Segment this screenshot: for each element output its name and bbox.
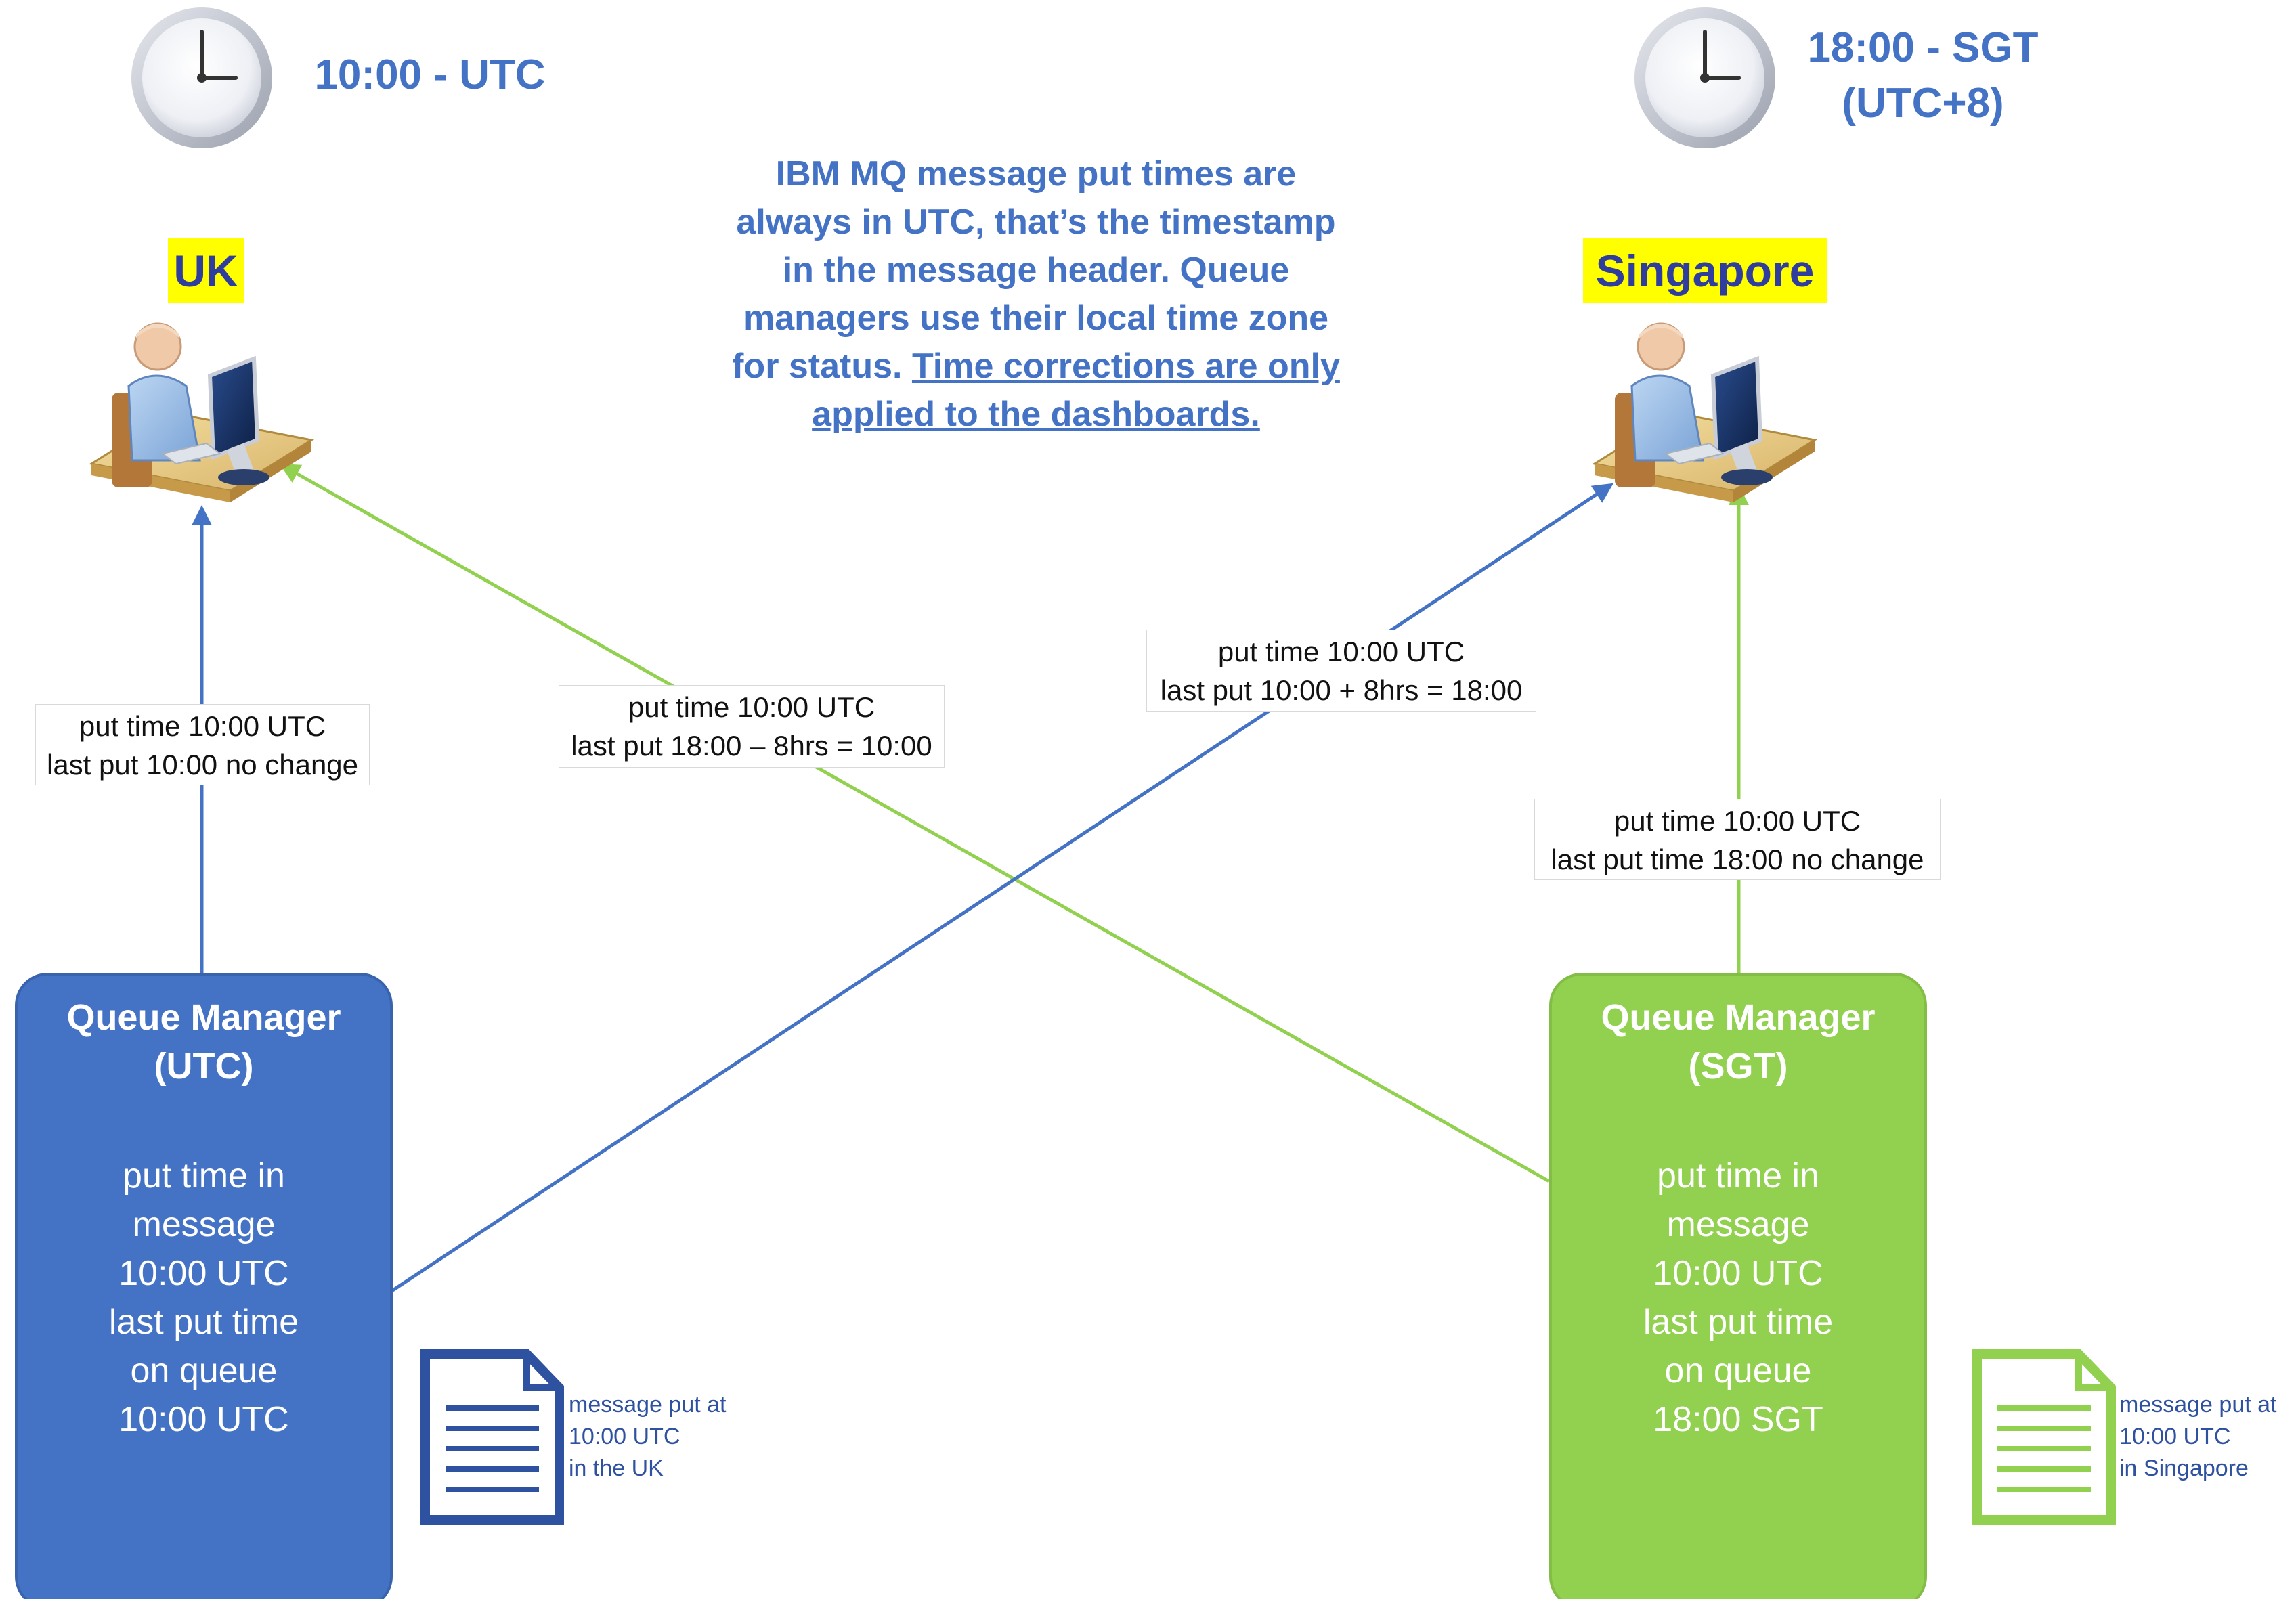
connector-label-last-put: last put 10:00 no change [46,749,359,781]
queue-manager-detail-line: on queue [130,1351,278,1390]
clock-label-singapore-time: 18:00 - SGT [1807,24,2039,71]
queue-manager-title-name: Queue Manager [66,997,341,1038]
connector-label-put-time: put time 10:00 UTC [79,710,326,742]
queue-manager-detail-line: 10:00 UTC [118,1400,289,1439]
note-line: in the message header. Queue [782,250,1290,290]
note-emphasis: Time corrections are only [911,347,1340,386]
connector-label-last-put: last put 18:00 – 8hrs = 10:00 [571,730,932,762]
queue-manager-sgt: Queue Manager (SGT) put time in message … [1549,973,1927,1599]
connector-label-sg-direct: put time 10:00 UTC last put time 18:00 n… [1534,799,1941,880]
clock-label-singapore-offset: (UTC+8) [1842,80,2004,127]
queue-manager-title: Queue Manager (UTC) [18,993,390,1091]
connector-label-uk-to-sg: put time 10:00 UTC last put 10:00 + 8hrs… [1146,630,1536,712]
queue-manager-detail-line: put time in [1657,1156,1819,1196]
note-line: managers use their local time zone [743,299,1329,338]
document-caption-line: 10:00 UTC [569,1424,680,1449]
clock-label-uk: 10:00 - UTC [308,47,552,103]
connector-uk-to-sg [391,483,1614,1292]
queue-manager-detail-line: 10:00 UTC [118,1254,289,1293]
note-line: IBM MQ message put times are [775,154,1297,194]
queue-manager-detail-line: message [132,1205,276,1244]
country-label-uk: UK [168,238,244,303]
document-caption-line: in the UK [569,1455,664,1481]
queue-manager-utc: Queue Manager (UTC) put time in message … [15,973,393,1599]
queue-manager-detail-line: message [1666,1205,1810,1244]
user-at-desk-icon [1591,322,1818,502]
explanatory-note: IBM MQ message put times are always in U… [718,150,1354,439]
connector-label-put-time: put time 10:00 UTC [1217,636,1465,667]
document-caption-line: 10:00 UTC [2119,1424,2231,1449]
document-caption-uk: message put at 10:00 UTC in the UK [569,1389,726,1485]
user-at-desk-icon [88,322,315,502]
country-label-singapore: Singapore [1583,238,1827,303]
queue-manager-detail-line: last put time [1643,1302,1834,1342]
note-text: for status. [732,347,912,386]
connector-label-uk-direct: put time 10:00 UTC last put 10:00 no cha… [35,704,370,785]
document-icon [420,1349,564,1525]
document-caption-singapore: message put at 10:00 UTC in Singapore [2119,1389,2276,1485]
connector-label-put-time: put time 10:00 UTC [628,691,875,723]
queue-manager-details: put time in message 10:00 UTC last put t… [1552,1152,1924,1444]
clock-icon [1634,7,1775,148]
connector-sg-to-uk [279,464,1551,1183]
document-caption-line: message put at [2119,1392,2277,1418]
queue-manager-detail-line: on queue [1664,1351,1812,1390]
document-caption-line: message put at [569,1392,727,1418]
queue-manager-title-name: Queue Manager [1601,997,1876,1038]
queue-manager-title: Queue Manager (SGT) [1552,993,1924,1091]
queue-manager-detail-line: 18:00 SGT [1653,1400,1823,1439]
queue-manager-detail-line: 10:00 UTC [1653,1254,1823,1293]
queue-manager-details: put time in message 10:00 UTC last put t… [18,1152,390,1444]
document-icon [1972,1349,2116,1525]
connector-label-last-put: last put 10:00 + 8hrs = 18:00 [1160,674,1523,706]
clock-icon [131,7,272,148]
queue-manager-detail-line: put time in [123,1156,285,1196]
queue-manager-detail-line: last put time [108,1302,299,1342]
note-line: for status. Time corrections are only [718,343,1354,391]
queue-manager-title-zone: (UTC) [154,1046,254,1087]
connector-label-sg-to-uk: put time 10:00 UTC last put 18:00 – 8hrs… [559,685,945,768]
connector-label-put-time: put time 10:00 UTC [1613,805,1861,837]
note-line: always in UTC, that’s the timestamp [736,202,1336,242]
queue-manager-title-zone: (SGT) [1688,1046,1788,1087]
connector-label-last-put: last put time 18:00 no change [1551,844,1924,875]
clock-label-singapore: 18:00 - SGT (UTC+8) [1788,20,2058,131]
document-caption-line: in Singapore [2119,1455,2249,1481]
note-emphasis: applied to the dashboards. [812,395,1260,434]
clock-label-uk-text: 10:00 - UTC [314,51,546,98]
